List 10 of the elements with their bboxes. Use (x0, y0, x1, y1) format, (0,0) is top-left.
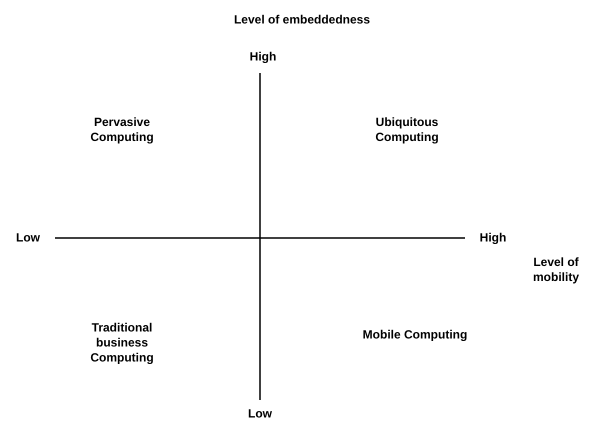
axis-end-label: Low (247, 406, 273, 421)
axis-title: Level of mobility (532, 255, 580, 285)
quadrant-label: Mobile Computing (362, 328, 468, 342)
axis-end-label: Low (15, 230, 41, 246)
quadrant-label: Traditional business Computing (89, 320, 155, 366)
axis-title: Level of embeddedness (232, 12, 372, 28)
axis-end-label: High (478, 230, 508, 246)
quadrant-label: Pervasive Computing (89, 115, 155, 145)
quadrant-label: Ubiquitous Computing (374, 115, 440, 145)
axis-end-label: High (248, 50, 278, 64)
